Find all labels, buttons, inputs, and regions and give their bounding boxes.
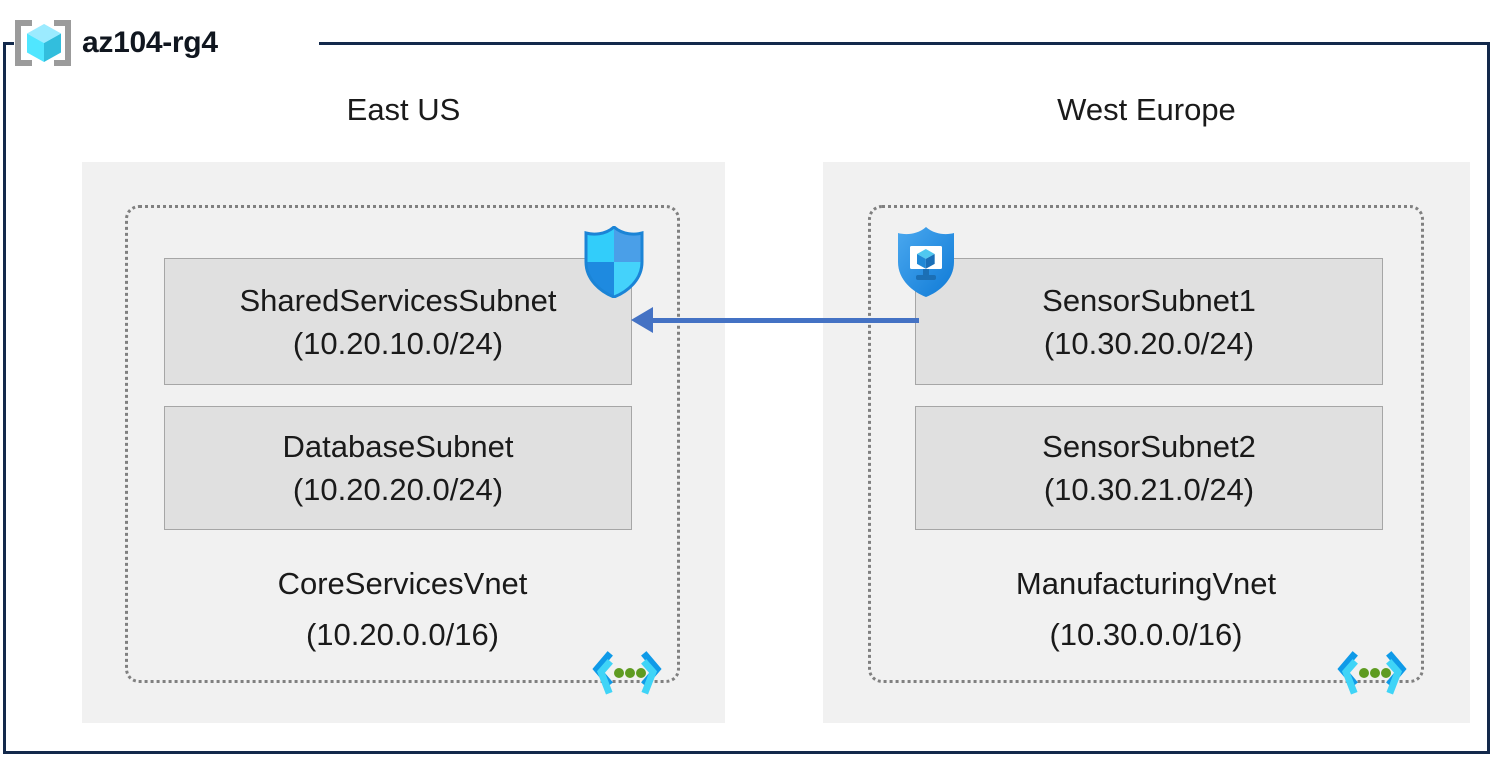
network-security-group-shield-icon [583, 224, 645, 303]
subnet-sensor-2[interactable]: SensorSubnet2 (10.30.21.0/24) [915, 406, 1383, 530]
vnet-peering-arrow-line [652, 318, 919, 323]
subnet-name: SharedServicesSubnet [239, 282, 557, 318]
subnet-name: SensorSubnet1 [1042, 282, 1256, 318]
subnet-name: DatabaseSubnet [282, 429, 514, 464]
resource-group-label-gap [14, 33, 319, 53]
resource-group-frame [3, 42, 1490, 754]
vnet-box-manufacturing[interactable] [868, 205, 1424, 683]
cube-glyph [27, 24, 61, 62]
virtual-network-icon [1337, 651, 1407, 700]
subnet-cidr: (10.20.20.0/24) [292, 472, 504, 507]
bracket-left [15, 20, 32, 66]
vnet-box-core-services[interactable] [125, 205, 680, 683]
subnet-cidr: (10.30.20.0/24) [1043, 325, 1255, 361]
subnet-shared-services[interactable]: SharedServicesSubnet (10.20.10.0/24) [164, 258, 632, 385]
region-title-east-us: East US [346, 92, 461, 127]
resource-group-label: az104-rg4 [14, 14, 218, 72]
subnet-cidr: (10.30.21.0/24) [1043, 472, 1255, 507]
bracket-right [54, 20, 71, 66]
subnet-name: SensorSubnet2 [1042, 429, 1256, 464]
resource-group-name: az104-rg4 [82, 26, 218, 59]
vnet-name-manufacturing: ManufacturingVnet [1015, 566, 1277, 601]
vnet-name-core-services: CoreServicesVnet [277, 566, 528, 601]
subnet-database[interactable]: DatabaseSubnet (10.20.20.0/24) [164, 406, 632, 530]
region-title-west-europe: West Europe [1057, 92, 1236, 127]
vnet-cidr-manufacturing: (10.30.0.0/16) [1049, 617, 1243, 652]
application-security-group-shield-monitor-icon [895, 226, 957, 303]
resource-group-cube-icon [14, 16, 72, 70]
subnet-sensor-1[interactable]: SensorSubnet1 (10.30.20.0/24) [915, 258, 1383, 385]
vnet-peering-arrow-head [631, 307, 653, 333]
vnet-cidr-core-services: (10.20.0.0/16) [305, 617, 500, 652]
subnet-cidr: (10.20.10.0/24) [292, 325, 504, 361]
virtual-network-icon [592, 651, 662, 700]
